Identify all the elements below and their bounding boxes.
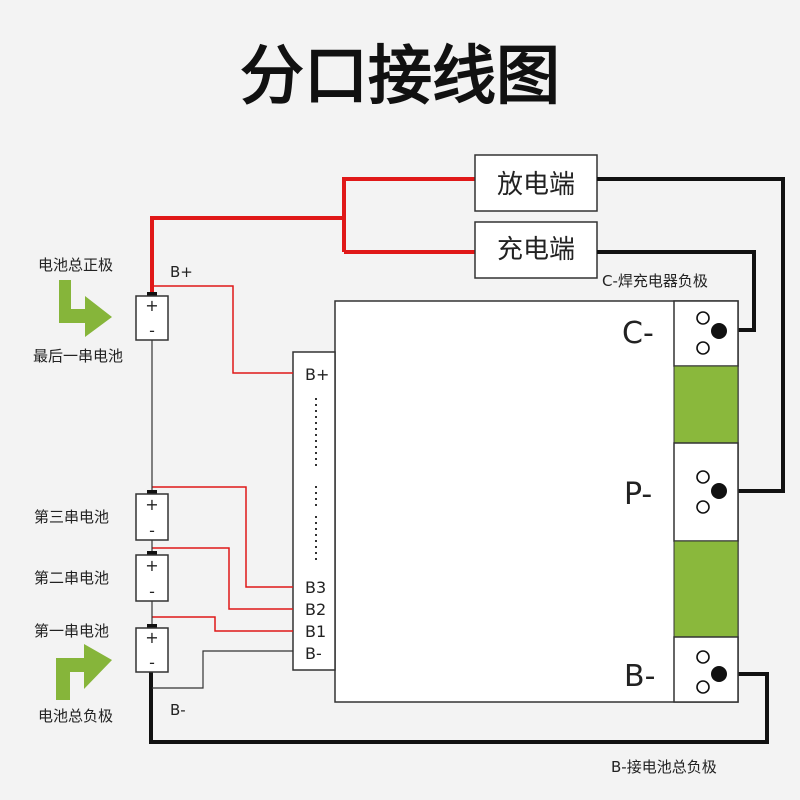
cell-first: + -	[135, 624, 169, 673]
c-minus-note: C-焊充电器负极	[602, 272, 708, 290]
green-bar-top	[673, 365, 739, 444]
terminal-label-b-minus: B-	[624, 659, 655, 694]
discharge-port-box: 放电端	[474, 154, 598, 212]
green-bar-bottom	[673, 540, 739, 638]
wire-label-b-minus: B-	[170, 701, 186, 719]
cell-last-minus: -	[149, 321, 155, 340]
pin-label-b1: B1	[305, 622, 326, 641]
cell-second: + -	[135, 551, 169, 602]
terminal-block-p-minus	[673, 442, 739, 542]
pin-label-b-minus: B-	[305, 644, 322, 663]
arrow-right-icon	[59, 280, 112, 337]
cell-third-minus: -	[149, 521, 155, 540]
b-minus-solder-point	[711, 666, 727, 682]
arrow-up-right-icon	[56, 644, 112, 700]
pin-label-b-plus: B+	[305, 365, 329, 384]
cell-third-plus: +	[145, 495, 158, 514]
terminal-label-c-minus: C-	[622, 316, 654, 351]
balance-wire-b-plus	[152, 285, 293, 374]
charge-port-label: 充电端	[497, 235, 575, 265]
battery-negative-wire	[149, 672, 769, 744]
balance-connector	[292, 351, 336, 671]
main-positive-wire	[150, 216, 344, 296]
charge-port-box: 充电端	[474, 221, 598, 279]
c-minus-solder-point	[711, 323, 727, 339]
cell-third: + -	[135, 490, 169, 541]
b-minus-holes	[696, 650, 710, 694]
b-minus-note: B-接电池总负极	[611, 758, 717, 776]
p-minus-holes	[696, 470, 710, 514]
label-second-cell: 第二串电池	[34, 569, 109, 587]
discharge-positive-wire	[342, 177, 475, 252]
discharge-negative-wire	[597, 177, 785, 493]
discharge-port-label: 放电端	[497, 170, 575, 200]
page-title: 分口接线图	[240, 40, 560, 114]
cell-second-minus: -	[149, 582, 155, 601]
label-total-positive: 电池总正极	[38, 256, 113, 274]
wire-label-b-plus: B+	[170, 263, 193, 281]
balance-wire-b3	[152, 486, 293, 588]
terminal-block-c-minus	[673, 300, 739, 367]
protection-board	[334, 300, 739, 703]
cell-first-plus: +	[145, 628, 158, 647]
label-total-negative: 电池总负极	[38, 707, 113, 725]
cell-last: + -	[135, 292, 169, 341]
p-minus-solder-point	[711, 483, 727, 499]
balance-wire-b-minus	[152, 650, 293, 689]
terminal-label-p-minus: P-	[624, 477, 652, 512]
cell-first-minus: -	[149, 653, 155, 672]
cell-second-plus: +	[145, 556, 158, 575]
pin-label-b3: B3	[305, 578, 326, 597]
connector-dots	[315, 398, 317, 560]
label-first-cell: 第一串电池	[34, 622, 109, 640]
label-third-cell: 第三串电池	[34, 508, 109, 526]
label-last-cell: 最后一串电池	[33, 347, 123, 365]
balance-wire-b1	[152, 616, 293, 632]
pin-label-b2: B2	[305, 600, 326, 619]
balance-wire-b2	[152, 547, 293, 610]
c-minus-holes	[696, 311, 710, 355]
cell-last-plus: +	[145, 296, 158, 315]
